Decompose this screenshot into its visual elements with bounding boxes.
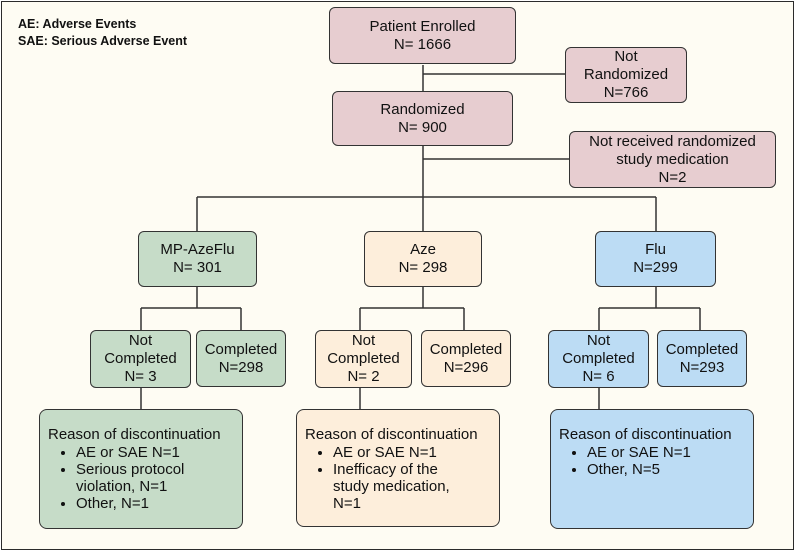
randomized-count: N= 900 (398, 118, 447, 136)
mp-reason-item: AE or SAE N=1 (76, 444, 234, 461)
arm-mp-azeflu-box: MP-AzeFlu N= 301 (138, 231, 257, 287)
randomized-title: Randomized (380, 100, 465, 118)
flu-reason-item: AE or SAE N=1 (587, 444, 745, 461)
not-randomized-count: N=766 (603, 84, 649, 101)
mp-reason-box: Reason of discontinuation AE or SAE N=1 … (39, 409, 243, 529)
randomized-box: Randomized N= 900 (332, 91, 513, 146)
legend-sae: SAE: Serious Adverse Event (18, 34, 188, 48)
not-received-line1: Not received randomized (589, 132, 756, 150)
not-randomized-line1: Not (614, 48, 638, 65)
not-received-line2: study medication (616, 150, 729, 168)
arm-mp-count: N= 301 (173, 259, 222, 276)
mp-completed-box: Completed N=298 (196, 330, 286, 387)
enrolled-count: N= 1666 (393, 35, 452, 53)
flu-not-completed-count: N= 6 (582, 368, 615, 385)
aze-completed-count: N=296 (443, 358, 489, 376)
arm-aze-box: Aze N= 298 (364, 231, 482, 287)
abbreviation-legend: AE: Adverse Events SAE: Serious Adverse … (18, 16, 187, 50)
not-received-box: Not received randomized study medication… (569, 131, 776, 188)
mp-reason-item: Serious protocol violation, N=1 (76, 461, 234, 495)
flu-completed-label: Completed (665, 340, 739, 358)
aze-not-completed-line1: Not (351, 332, 376, 349)
flu-reason-list: AE or SAE N=1 Other, N=5 (559, 444, 745, 478)
mp-reason-heading: Reason of discontinuation (48, 426, 221, 443)
aze-reason-item: Inefficacy of the study medication, N=1 (333, 461, 473, 512)
mp-completed-count: N=298 (218, 358, 264, 376)
mp-not-completed-box: Not Completed N= 3 (90, 330, 191, 388)
aze-not-completed-line2: Completed (327, 350, 400, 367)
arm-flu-box: Flu N=299 (595, 231, 716, 287)
mp-not-completed-count: N= 3 (124, 368, 157, 385)
aze-reason-list: AE or SAE N=1 Inefficacy of the study me… (305, 444, 473, 512)
arm-aze-title: Aze (410, 241, 436, 258)
flu-reason-item: Other, N=5 (587, 461, 745, 478)
flu-reason-heading: Reason of discontinuation (559, 426, 732, 443)
flu-not-completed-box: Not Completed N= 6 (548, 330, 649, 388)
aze-reason-heading: Reason of discontinuation (305, 426, 478, 443)
not-randomized-line2: Randomized (583, 66, 669, 83)
aze-reason-box: Reason of discontinuation AE or SAE N=1 … (296, 409, 500, 527)
aze-completed-box: Completed N=296 (421, 330, 511, 387)
aze-completed-label: Completed (429, 340, 503, 358)
aze-not-completed-box: Not Completed N= 2 (315, 330, 412, 388)
arm-mp-title: MP-AzeFlu (160, 241, 235, 258)
enrolled-title: Patient Enrolled (369, 17, 476, 35)
flu-not-completed-line2: Completed (562, 350, 635, 367)
flu-reason-box: Reason of discontinuation AE or SAE N=1 … (550, 409, 754, 529)
arm-flu-title: Flu (645, 241, 666, 258)
aze-not-completed-count: N= 2 (347, 368, 380, 385)
legend-ae: AE: Adverse Events (18, 17, 137, 31)
not-randomized-box: Not Randomized N=766 (565, 47, 687, 103)
mp-reason-item: Other, N=1 (76, 495, 234, 512)
not-received-count: N=2 (658, 168, 687, 186)
flu-completed-box: Completed N=293 (657, 330, 747, 387)
mp-not-completed-line2: Completed (104, 350, 177, 367)
patient-enrolled-box: Patient Enrolled N= 1666 (329, 7, 516, 64)
aze-reason-item: AE or SAE N=1 (333, 444, 473, 461)
flu-not-completed-line1: Not (586, 332, 611, 349)
arm-flu-count: N=299 (633, 259, 678, 276)
mp-completed-label: Completed (204, 340, 278, 358)
flu-completed-count: N=293 (679, 358, 725, 376)
mp-not-completed-line1: Not (128, 332, 153, 349)
mp-reason-list: AE or SAE N=1 Serious protocol violation… (48, 444, 234, 512)
arm-aze-count: N= 298 (398, 259, 448, 276)
